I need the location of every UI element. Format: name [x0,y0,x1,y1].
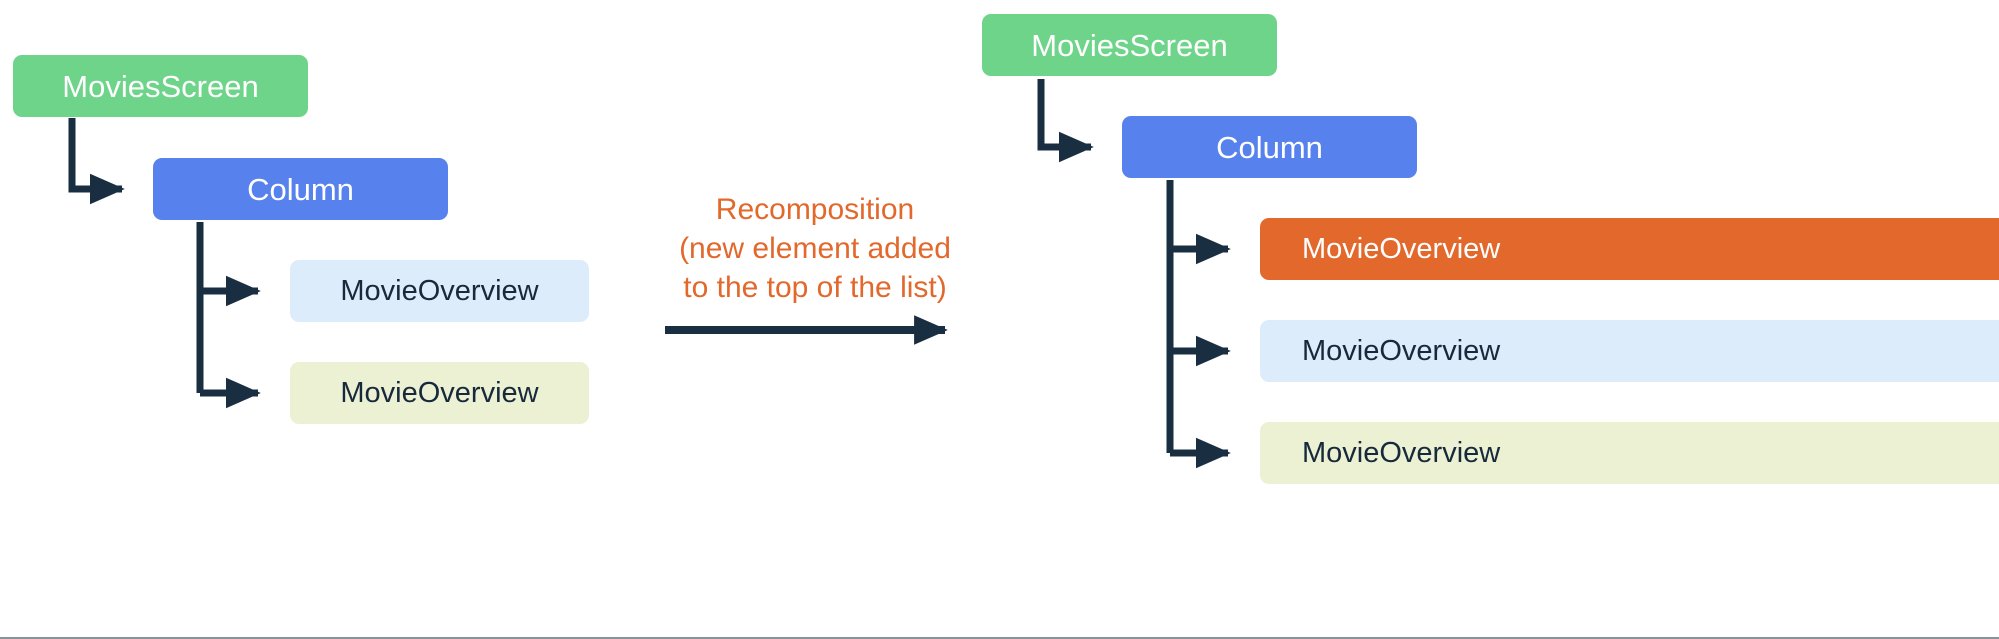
right-node-movies-screen[interactable]: MoviesScreen [982,14,1277,76]
left-node-movie-overview-1-label: MovieOverview [340,274,539,307]
recomposition-caption-line-3: to the top of the list) [683,271,947,304]
right-node-movie-overview-1-label: MovieOverview [1302,232,1501,265]
left-node-column[interactable]: Column [153,158,448,220]
left-node-movie-overview-1[interactable]: MovieOverview [290,260,589,322]
right-node-column-label: Column [1216,129,1323,165]
bottom-divider [0,637,1999,639]
recomposition-caption-line-2: (new element added [679,232,951,265]
right-node-movie-overview-2[interactable]: MovieOverview [1260,320,1999,382]
right-node-movie-overview-3[interactable]: MovieOverview [1260,422,1999,484]
left-node-movie-overview-2[interactable]: MovieOverview [290,362,589,424]
left-node-movies-screen[interactable]: MoviesScreen [13,55,308,117]
recomposition-caption: Recomposition (new element added to the … [660,190,970,307]
left-edge-root-to-column [68,118,125,205]
recomposition-caption-line-1: Recomposition [715,193,915,226]
right-edge-root-to-column [1037,79,1094,163]
right-edges-column-to-children [1166,180,1231,469]
left-node-movie-overview-2-label: MovieOverview [340,376,539,409]
right-node-movie-overview-2-label: MovieOverview [1302,334,1501,367]
left-edges-column-to-children [196,222,261,409]
right-node-column[interactable]: Column [1122,116,1417,178]
left-node-movies-screen-label: MoviesScreen [62,68,259,104]
right-node-movies-screen-label: MoviesScreen [1031,27,1228,63]
left-node-column-label: Column [247,171,354,207]
right-node-movie-overview-1[interactable]: MovieOverview [1260,218,1999,280]
right-node-movie-overview-3-label: MovieOverview [1302,436,1501,469]
